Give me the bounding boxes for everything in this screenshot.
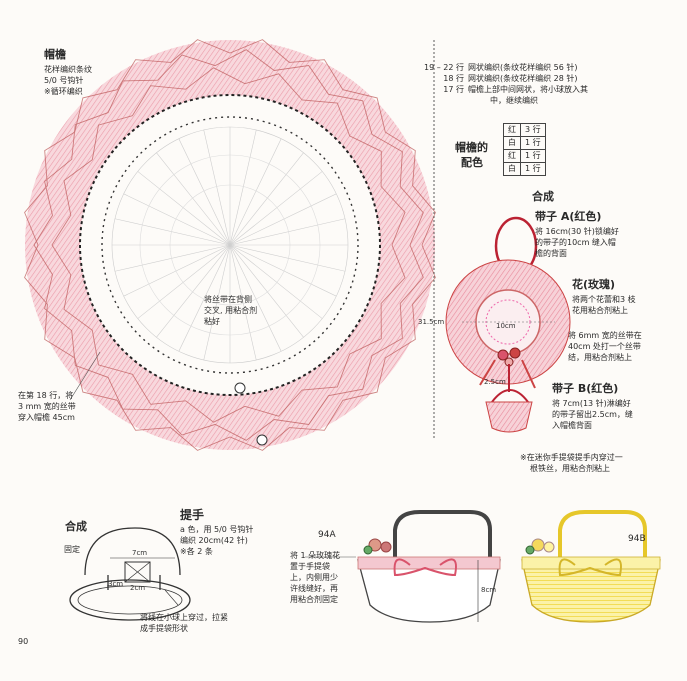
dim-label-2-5: 2.5cm [484,378,506,386]
chart-spoke [123,244,231,297]
chart-spoke [156,244,231,338]
chart-center-note: 将丝带在背侧 交叉, 用粘合剂 粘好 [204,295,258,326]
ribbon-note: 在第 18 行，将 3 mm 宽的丝带 穿入帽檐 45cm [18,391,76,422]
assembly-title: 合成 [532,190,554,203]
chart-spoke [229,171,323,246]
mesh-loop-row [51,67,406,423]
flower-desc: 将两个花蕾和3 枝 花用粘合剂粘上 [572,295,636,315]
chart-spoke [229,129,257,246]
chart-spoke [229,218,346,246]
legend-row: 19 – 22 行 网状编织(条纹花样编织 56 针) [424,63,578,72]
strap-b-title: 带子 B(红色) [552,382,619,395]
dim-label-31-5: 31.5cm [418,318,445,326]
brim-title: 帽檐 [44,48,66,61]
chart-spoke [203,129,231,246]
join-box [124,561,151,583]
flower-rose [509,347,521,359]
strap-b-desc: 将 7cm(13 针)淋编好 的带子留出2.5cm，缝 入帽檐背面 [552,399,633,430]
chart-spoke [156,152,231,246]
bag-94a-body [357,559,501,623]
chart-spoke [203,244,231,361]
chain-loop-stitches [24,39,436,451]
bag-94a-handle [393,510,492,560]
chart-gridlines [112,127,348,363]
config-title: 帽檐的 配色 [455,141,488,169]
mesh-loop-row [24,39,436,451]
note-leader [69,351,101,401]
bag-94b [521,510,661,623]
dim-label-2: 2cm [130,584,146,592]
chart-spoke [229,152,304,246]
chart-spoke [178,138,231,246]
legend-row: 中，继续编织 [490,96,538,105]
brim-chart [24,39,436,451]
chart-spoke [229,138,282,246]
rows-legend: 19 – 22 行 网状编织(条纹花样编织 56 针) 18 行 网状编织(条纹… [420,62,640,106]
chart-spoke [123,193,231,246]
chart-spoke [229,244,337,297]
flower-rose [497,349,509,361]
bag-94b-label: 94B [628,534,646,544]
bag-94a-desc: 将 1 朵玫瑰花 置于手提袋 上，内侧用少 许线缝好，再 用粘合剂固定 [290,551,341,604]
chart-spoke [178,244,231,352]
ball-mark [234,382,246,394]
legend-row: 17 行 帽檐上部中间网状，将小球放入其 [443,85,588,94]
flower-title: 花(玫瑰) [572,278,616,291]
assembly2-note: 将线在小球上穿过，拉紧 成手提袋形状 [140,613,228,633]
bag-94a-bow [393,558,457,577]
bag-94b-body [521,559,661,623]
strap-a-title: 带子 A(红色) [535,210,602,223]
dim-label-10: 10cm [496,322,516,330]
handle-arc-outer [84,527,181,576]
chart-grid-circle [139,154,321,336]
fix-label: 固定 [64,545,80,554]
ball-mark [256,434,268,446]
brim-stitch-ring-1 [79,94,381,396]
bag-94b-handle [558,510,647,560]
handle-title: 提手 [180,508,205,522]
dim-label-8: 8cm [481,586,497,594]
chart-spoke [137,171,231,246]
assembly2-title: 合成 [65,520,87,533]
strap-a-desc: 将 16cm(30 针)锁编好 的带子的10cm 缝入帽 檐的背面 [535,227,619,258]
hat-illustration [445,216,571,433]
ribbon-desc: 将 6mm 宽的丝带在 40cm 处打一个丝带 结，用粘合剂粘上 [568,331,642,362]
chart-spoke [114,244,231,272]
chart-spoke [137,244,231,319]
chart-spoke [114,218,231,246]
bag-rim [69,579,191,621]
chart-spoke [229,244,346,272]
chart-spoke [229,244,304,338]
dim-label-3: 3cm [108,580,124,588]
handle-assembly-sketch [69,527,191,621]
ribbon-ends [479,359,536,389]
wire-note: ※在迷你手提袋提手内穿过一 根铁丝，用粘合剂粘上 [520,453,623,473]
bag-94b-bow [558,558,622,577]
chart-spoke [229,244,323,319]
chart-spoke [229,244,282,352]
legend-row: 18 行 网状编织(条纹花样编织 28 针) [443,74,578,83]
dim-label-7: 7cm [132,549,148,557]
chart-grid-circle [169,184,291,306]
chart-spoke [229,244,257,361]
chart-spoke [229,193,337,246]
mini-bag-handle [491,389,529,403]
bag-94a [305,510,501,623]
handle-desc: a 色，用 5/0 号钩针 编织 20cm(42 针) ※各 2 条 [180,525,254,556]
brim-lines: 花样编织条纹 5/0 号钩针 ※循环编织 [44,65,92,96]
bag-94a-label: 94A [318,530,336,540]
mini-bag [485,401,533,433]
mesh-loop-row [33,49,424,441]
page-number: 90 [18,637,29,646]
chart-grid-circle [111,126,349,364]
